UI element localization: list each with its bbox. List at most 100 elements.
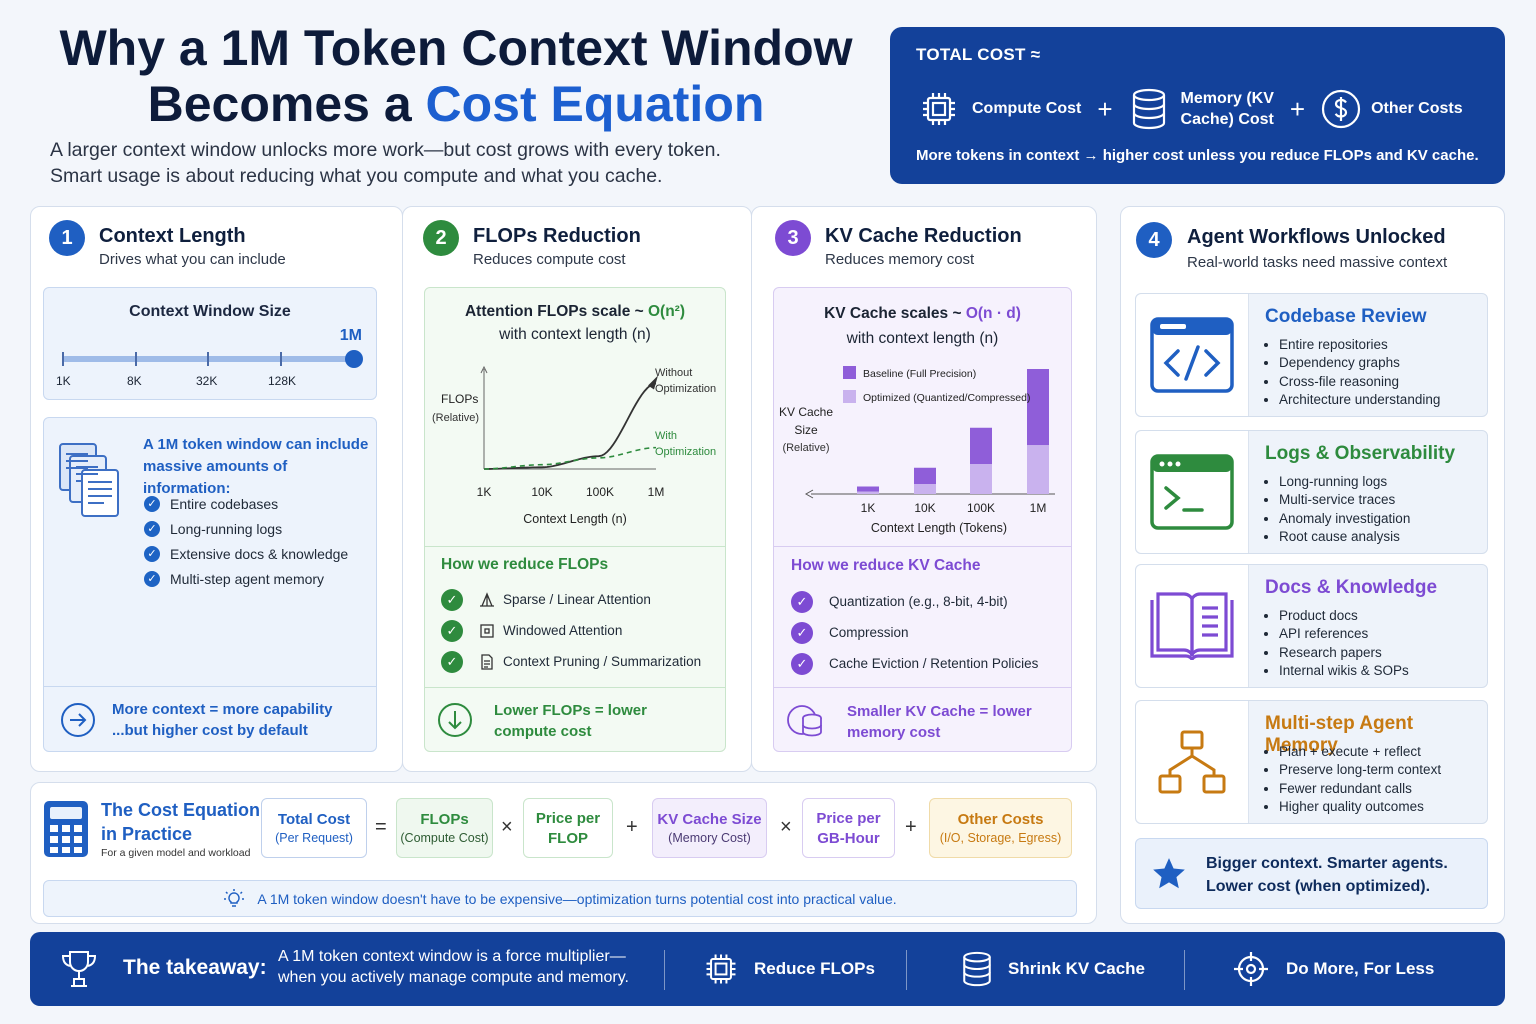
other-cost-label: Other Costs — [1371, 100, 1463, 117]
list-item: Product docs — [1279, 607, 1409, 625]
equals-sign: = — [375, 816, 387, 838]
chart-title-prefix: KV Cache scales ~ — [824, 305, 966, 322]
divider — [424, 687, 726, 688]
list-item-label: Sparse / Linear Attention — [503, 592, 651, 607]
slider-knob[interactable] — [345, 350, 363, 368]
section-subtitle-flops: Reduces compute cost — [473, 251, 626, 268]
workflow-icon-container — [1136, 565, 1249, 687]
list-item: Internal wikis & SOPs — [1279, 662, 1409, 680]
cost-equation-title-line-2: in Practice — [101, 824, 193, 844]
takeaway-do-more-label: Do More, For Less — [1286, 959, 1435, 978]
list-item: ✓Long-running logs — [144, 516, 348, 541]
chip-icon — [706, 954, 736, 984]
x-tick-label: 1M — [1030, 501, 1047, 515]
slider-tick-mark — [62, 352, 64, 366]
divider — [664, 950, 665, 990]
workflow-agent-memory: Multi-step Agent Memory Plan + execute +… — [1135, 700, 1488, 824]
info-title-line-1: A 1M token window can include — [143, 436, 369, 453]
check-icon: ✓ — [441, 650, 463, 673]
bar-baseline — [914, 467, 936, 484]
section-title-agent-workflows: Agent Workflows Unlocked — [1187, 226, 1446, 248]
plus-sign: + — [905, 816, 917, 838]
terminal-icon — [1150, 454, 1234, 530]
cost-equation-caption: For a given model and workload — [101, 847, 251, 859]
context-footer-line-1: More context = more capability — [112, 701, 333, 718]
check-icon: ✓ — [144, 520, 160, 537]
line-arrowhead — [648, 375, 658, 390]
flops-footer: Lower FLOPs = lower compute cost — [494, 700, 647, 742]
arrow-right-circle-icon — [61, 703, 95, 737]
plus-sign: + — [1289, 93, 1306, 124]
x-axis-label: Context Length (Tokens) — [871, 521, 1007, 535]
takeaway-banner: The takeaway: A 1M token context window … — [30, 932, 1505, 1006]
workflow-logs-observability: Logs & Observability Long-running logs M… — [1135, 430, 1488, 554]
list-item: ✓ Entire codebases — [144, 491, 348, 516]
chart-title-prefix: Attention FLOPs scale ~ — [464, 303, 648, 320]
database-icon — [963, 951, 991, 987]
flops-methods-list: ✓ Sparse / Linear Attention ✓ Windowed Att… — [441, 584, 701, 677]
y-axis-label: FLOPs — [441, 392, 478, 406]
section-number-4: 4 — [1136, 222, 1172, 258]
check-icon: ✓ — [441, 588, 463, 611]
crosshair-icon — [1234, 952, 1268, 986]
slider-tick-label: 1K — [56, 374, 71, 388]
list-item-label: Cache Eviction / Retention Policies — [829, 656, 1039, 671]
slider-tick-label: 128K — [268, 374, 297, 388]
title-line-2: Becomes a Cost Equation — [36, 76, 876, 132]
eq-flops: FLOPs(Compute Cost) — [396, 798, 493, 858]
compressed-database-icon — [787, 705, 822, 737]
document-icon — [481, 653, 493, 670]
list-item-label: Quantization (e.g., 8-bit, 4-bit) — [829, 594, 1008, 609]
page-title: Why a 1M Token Context Window Becomes a … — [36, 20, 876, 132]
list-item-label: Entire codebases — [170, 495, 279, 512]
eq-term-sublabel: (Per Request) — [275, 831, 353, 845]
divider — [773, 687, 1072, 688]
section-title-kv-cache: KV Cache Reduction — [825, 225, 1022, 247]
flops-footer-line-2: compute cost — [494, 723, 592, 740]
takeaway-shrink-kv-label: Shrink KV Cache — [1008, 959, 1145, 978]
x-tick-label: 1M — [648, 485, 665, 499]
plus-sign: + — [626, 816, 638, 838]
divider — [906, 950, 907, 990]
star-icon — [1153, 858, 1185, 889]
flops-chart-title-line-1: Attention FLOPs scale ~ O(n²) — [425, 300, 725, 323]
list-item: Higher quality outcomes — [1279, 798, 1441, 816]
takeaway-text-line-2: when you actively manage compute and mem… — [278, 969, 629, 986]
plus-sign: + — [1097, 93, 1113, 124]
section-subtitle-context-length: Drives what you can include — [99, 251, 286, 268]
arrow-down-circle-icon — [438, 703, 472, 737]
bar-baseline — [1027, 369, 1049, 446]
title-line-1: Why a 1M Token Context Window — [59, 20, 853, 76]
chart-title-accent: O(n²) — [648, 303, 686, 320]
list-item-label: Windowed Attention — [503, 623, 623, 638]
eq-term-label: GB-Hour — [817, 829, 880, 847]
list-item-label: Compression — [829, 625, 909, 640]
flowchart-icon — [1158, 730, 1226, 794]
slider-track[interactable] — [62, 350, 363, 368]
window-icon — [480, 623, 494, 638]
section-number-1: 1 — [49, 220, 85, 256]
check-icon: ✓ — [144, 570, 160, 587]
flops-chart-title-line-2: with context length (n) — [499, 326, 651, 343]
compute-cost-label: Compute Cost — [972, 100, 1082, 117]
legend-label-without: Without — [655, 367, 692, 379]
code-window-icon — [1150, 317, 1234, 393]
kv-footer-line-1: Smaller KV Cache = lower — [847, 703, 1032, 720]
kv-chart-title-line-1: KV Cache scales ~ O(n · d) — [774, 301, 1071, 326]
x-tick-label: 1K — [477, 485, 492, 499]
y-axis-label: (Relative) — [432, 412, 479, 424]
info-list: ✓Entire codebases ✓Long-running logs ✓Ex… — [144, 491, 348, 591]
eq-kv-cache-size: KV Cache Size(Memory Cost) — [652, 798, 767, 858]
series-line-with-optimization — [483, 446, 657, 470]
check-icon: ✓ — [144, 495, 160, 512]
flops-footer-line-1: Lower FLOPs = lower — [494, 702, 647, 719]
bar-optimized — [857, 491, 879, 494]
y-axis-label: Size — [794, 423, 818, 437]
trophy-icon — [61, 951, 97, 987]
context-window-slider-card: Context Window Size 1M 1K 8K 32K 128K — [43, 287, 377, 400]
